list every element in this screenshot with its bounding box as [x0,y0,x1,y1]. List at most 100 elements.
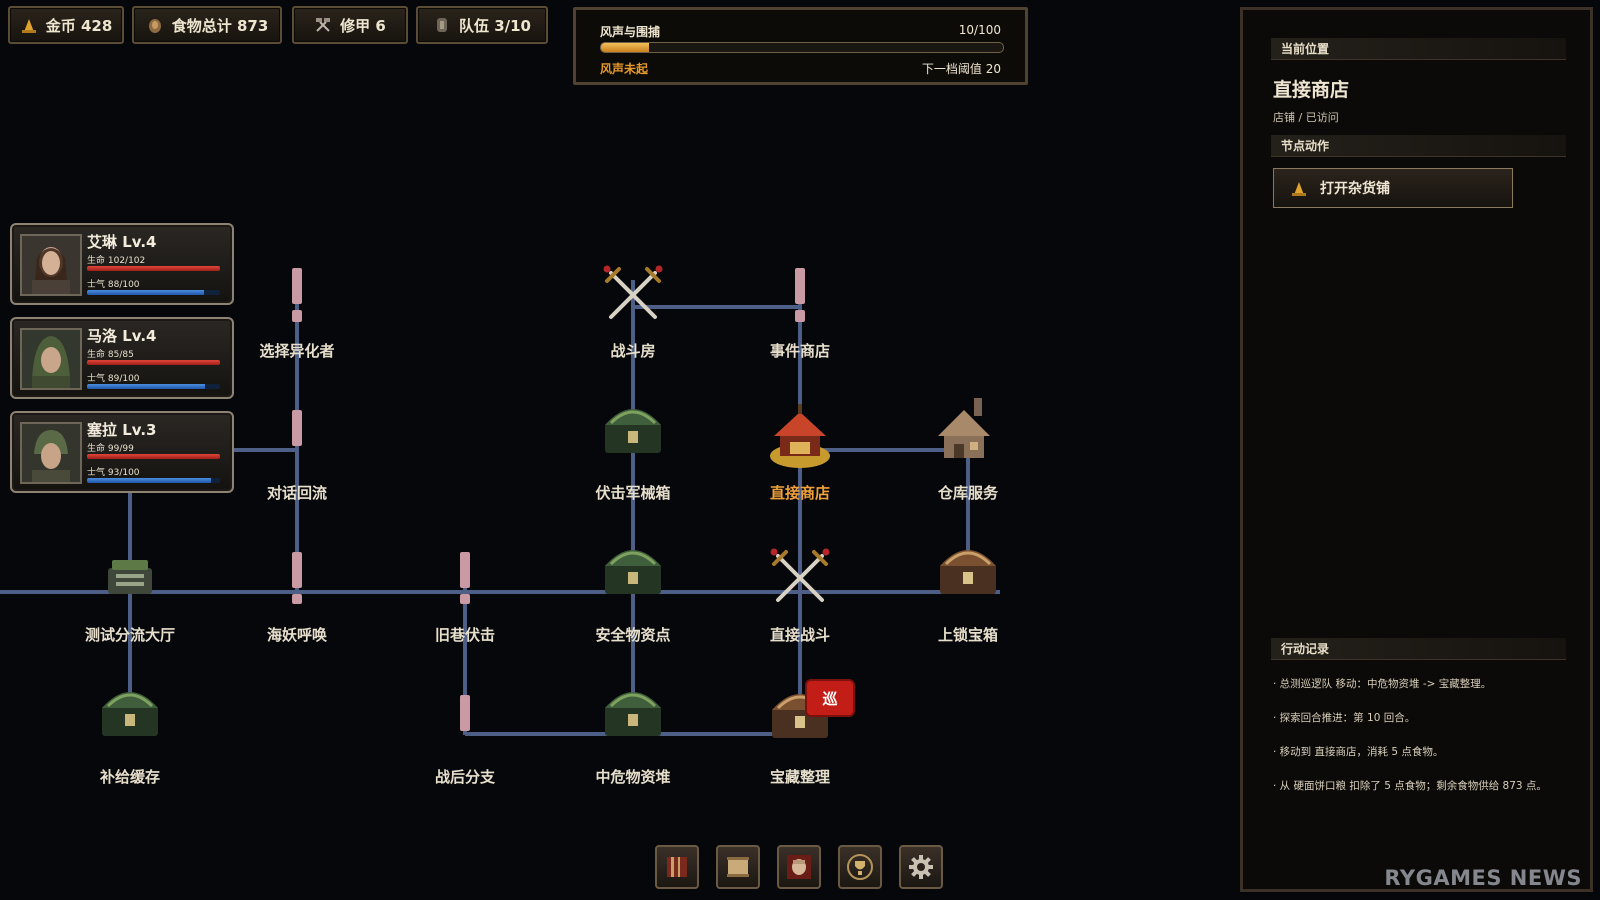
shop-tent-icon [770,404,830,468]
party-icon [436,18,447,32]
trophy-button[interactable] [838,845,882,889]
fist-icon [787,855,811,879]
node-label-siren: 海妖呼唤 [266,626,327,644]
node-dialogue-marker[interactable] [292,410,302,446]
node-label-after-battle: 战后分支 [434,768,495,786]
settings-button[interactable] [899,845,943,889]
ambush-box-node[interactable] [605,409,661,453]
camp-icon [108,560,152,594]
brown-chest-icon [940,550,996,594]
party-counter: 队伍 3/10 [416,6,548,44]
marker-nodes [292,268,805,731]
party-hp-text: 生命 99/99 [87,444,134,454]
party-hp-bar [87,360,220,365]
direct-battle-node[interactable] [770,548,830,602]
node-label-warehouse: 仓库服务 [937,484,998,502]
log-header: 行动记录 [1271,638,1566,660]
mid-supply-node[interactable] [605,692,661,736]
gold-label: 金币 428 [45,16,113,35]
party-hp-text: 生命 85/85 [87,350,134,360]
node-siren-marker-base [292,594,302,604]
party-hp-text: 生命 102/102 [87,256,146,266]
location-subtitle: 店铺 / 已访问 [1273,111,1339,124]
node-select-marker-base [292,310,302,322]
supply-cache-node[interactable] [102,692,158,736]
food-label: 食物总计 873 [171,16,269,35]
node-select-marker[interactable] [292,268,302,304]
node-label-locked-chest: 上锁宝箱 [937,626,998,644]
direct-shop-node[interactable] [770,404,830,468]
node-label-ambush-box: 伏击军械箱 [595,484,671,502]
map-book-button[interactable] [655,845,699,889]
party-card-sera[interactable]: 塞拉 Lv.3 生命 99/99 士气 93/100 [10,411,234,493]
wind-next-threshold: 下一档阈值 20 [921,62,1001,76]
node-label-test-hall: 测试分流大厅 [84,626,175,644]
trophy-icon [847,854,873,880]
green-chest-icon [102,692,158,736]
log-entry: · 从 硬面饼口粮 扣除了 5 点食物；剩余食物供给 873 点。 [1273,780,1547,792]
party-morale-text: 士气 93/100 [87,468,140,478]
location-name: 直接商店 [1273,79,1350,101]
party-label: 队伍 3/10 [458,16,531,35]
crossed-swords-icon [770,548,830,602]
fist-button[interactable] [777,845,821,889]
coin-icon [1292,182,1306,196]
log-entry: · 移动到 直接商店，消耗 5 点食物。 [1273,746,1444,758]
wind-count: 10/100 [958,23,1001,37]
avatar [20,234,82,296]
node-old-alley-marker[interactable] [460,552,470,588]
wind-title: 风声与围捕 [600,25,661,39]
party-morale-bar [87,290,220,295]
avatar [20,422,82,484]
party-card-erin[interactable]: 艾琳 Lv.4 生命 102/102 士气 88/100 [10,223,234,305]
party-name: 塞拉 Lv.3 [87,421,157,439]
node-label-old-alley: 旧巷伏击 [434,626,495,644]
info-panel: 当前位置 直接商店 店铺 / 已访问 节点动作 打开杂货铺 行动记录 · 总测巡… [1240,7,1593,892]
dungeon-map [0,265,1000,738]
party-hp-fill [87,454,220,459]
portrait-icon [22,236,80,294]
green-chest-icon [605,692,661,736]
portrait-icon [22,424,80,482]
gear-icon [909,855,933,879]
wind-progress-bar [600,42,1004,53]
coin-icon [21,19,36,33]
map-book-icon [667,857,687,877]
house-icon [938,398,990,458]
party-name: 艾琳 Lv.4 [87,233,157,251]
test-hall-node[interactable] [108,560,152,594]
open-grocery-button[interactable]: 打开杂货铺 [1273,168,1513,208]
gold-counter: 金币 428 [8,6,124,44]
party-hp-fill [87,360,220,365]
node-event-shop-marker-base [795,310,805,322]
safe-supply-node[interactable] [605,550,661,594]
party-morale-bar [87,478,220,483]
food-counter: 食物总计 873 [132,6,282,44]
patrol-badge[interactable]: 巡 [805,679,855,717]
node-event-shop-marker[interactable] [795,268,805,304]
scroll-button[interactable] [716,845,760,889]
party-card-marlo[interactable]: 马洛 Lv.4 生命 85/85 士气 89/100 [10,317,234,399]
node-label-safe-supply: 安全物资点 [595,626,671,644]
crossed-swords-icon [603,265,663,319]
node-label-supply-cache: 补给缓存 [99,768,160,786]
watermark: RYGAMES NEWS [1384,866,1582,890]
hammer-icon [316,18,331,32]
node-label-direct-shop: 直接商店 [769,484,830,502]
armor-repair-counter: 修甲 6 [292,6,408,44]
node-label-dialogue: 对话回流 [266,484,327,502]
avatar [20,328,82,390]
warehouse-node[interactable] [938,398,990,458]
node-label-direct-battle: 直接战斗 [769,626,830,644]
green-chest-icon [605,409,661,453]
party-hp-bar [87,266,220,271]
battle-room-node[interactable] [603,265,663,319]
node-siren-marker[interactable] [292,552,302,588]
node-label-select: 选择异化者 [259,342,335,360]
party-hp-bar [87,454,220,459]
scroll-icon [727,857,749,877]
location-header: 当前位置 [1271,38,1566,60]
node-after-battle-marker[interactable] [460,695,470,731]
node-label-battle-room: 战斗房 [610,342,656,360]
locked-chest-node[interactable] [940,550,996,594]
